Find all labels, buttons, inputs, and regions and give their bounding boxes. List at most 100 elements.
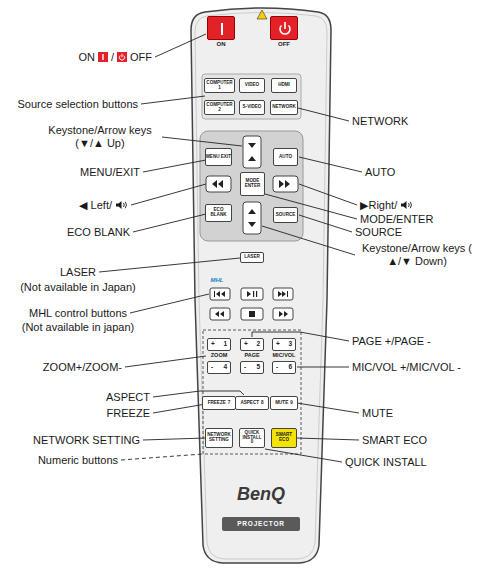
off-icon — [117, 52, 127, 62]
brand-name: BenQ — [186, 484, 336, 504]
button-label: COMPUTER 1 — [205, 81, 233, 91]
leader-line — [297, 367, 349, 368]
button-label: SOURCE — [276, 213, 296, 218]
leader-line — [130, 294, 209, 313]
leader-line — [133, 214, 206, 232]
remote-rim — [195, 13, 327, 560]
button-label: 0 — [251, 440, 254, 445]
button-label: 8 — [261, 401, 264, 406]
callout-label: MIC/VOL +/MIC/VOL - — [352, 361, 461, 374]
callout-label: SOURCE — [355, 226, 402, 239]
callout-label: MENU/EXIT — [80, 166, 140, 179]
callout-group: ON/OFF — [78, 51, 152, 64]
callout-label: / — [111, 51, 114, 64]
button-label: MENU EXIT — [206, 155, 231, 160]
right-key — [273, 176, 298, 192]
nav-band — [200, 131, 303, 241]
callout-label: ZOOM+/ZOOM- — [43, 361, 122, 374]
callout-label: FREEZE — [107, 407, 150, 420]
callout-label: ON — [78, 51, 95, 64]
callout-label: NETWORK SETTING — [33, 434, 140, 447]
left-key — [206, 176, 231, 192]
source-button: COMPUTER 2 — [204, 100, 234, 115]
button-label: + — [244, 341, 248, 348]
remote-print: ZOOM — [211, 352, 228, 358]
network-setting-button: NETWORK SETTING — [205, 428, 233, 448]
speaker-icon — [115, 200, 128, 210]
leader-line — [297, 403, 359, 413]
callout-group: ▶Right/ — [360, 199, 413, 212]
callout-label: Numeric buttons — [38, 454, 118, 467]
remote-outline — [191, 8, 331, 563]
source-button: VIDEO — [239, 78, 265, 93]
mhl-icons — [214, 291, 288, 317]
callout-label: Keystone/Arrow keys ( ▲/▼ Down) — [358, 242, 476, 268]
leader-line — [141, 96, 205, 104]
product-type: PROJECTOR — [222, 517, 300, 531]
source-panel — [202, 74, 301, 119]
laser-button: LASER — [240, 252, 264, 263]
keystone-up-key — [243, 136, 261, 168]
button-label: SMART ECO — [272, 433, 296, 443]
leader-line — [153, 391, 244, 397]
leader-line — [299, 157, 362, 172]
page-minus-button: -5 — [240, 361, 264, 374]
button-label: NETWORK SETTING — [206, 433, 232, 443]
remote-body: BenQPROJECTORONOFFCOMPUTER 1VIDEOHDMICOM… — [186, 6, 336, 566]
callout-label: SMART ECO — [362, 434, 427, 447]
button-label: 6 — [288, 364, 292, 371]
numeric-group-box — [203, 330, 301, 454]
smart-eco-button: SMART ECO — [271, 428, 297, 448]
button-label: LASER — [244, 255, 260, 260]
leader-line — [262, 226, 355, 255]
zoom-minus-button: -4 — [207, 361, 231, 374]
callout-label: MUTE — [362, 407, 393, 420]
callout-label: PAGE +/PAGE - — [352, 335, 431, 348]
button-label: 9 — [290, 401, 293, 406]
callout-label: ECO BLANK — [67, 226, 130, 239]
zoom-plus-button: +1 — [207, 338, 231, 351]
icon — [115, 200, 128, 210]
leader-line — [125, 356, 206, 367]
power-off-icon — [271, 17, 299, 41]
button-label: MODE ENTER — [241, 179, 264, 189]
source-button: S-VIDEO — [239, 100, 265, 115]
button-label: - — [211, 364, 213, 371]
button-label: 7 — [228, 401, 231, 406]
leader-line — [153, 404, 206, 413]
leader-line — [299, 215, 352, 232]
leader-line — [143, 438, 206, 440]
button-label: VIDEO — [245, 83, 259, 88]
button-label: 3 — [288, 341, 292, 348]
arrow-icon — [279, 180, 290, 188]
button-label: - — [276, 364, 278, 371]
callout-label: ◀ Left/ — [79, 199, 112, 212]
auto-button: AUTO — [273, 148, 298, 166]
source-button: COMPUTER 1 — [204, 78, 234, 93]
arrow-icon — [248, 143, 256, 161]
button-label: + — [276, 341, 280, 348]
power-on-button: ON — [207, 16, 235, 40]
button-label: AUTO — [279, 155, 292, 160]
power-on-icon — [208, 17, 236, 41]
leader-line — [121, 454, 203, 460]
eco-blank-button: ECO BLANK — [205, 204, 232, 222]
callout-label: LASER — [60, 266, 96, 279]
button-label: 4 — [223, 364, 227, 371]
callout-label: MHL control buttons — [29, 307, 127, 320]
source-button: SOURCE — [273, 207, 298, 223]
leader-line — [162, 137, 242, 146]
leader-line — [99, 258, 240, 272]
power-off-button: OFF — [270, 16, 298, 40]
icon — [400, 200, 413, 210]
leader-line — [297, 438, 359, 440]
volume-plus-button: +3 — [272, 338, 296, 351]
callout-label: (Not available in japan) — [22, 321, 135, 334]
leader-line — [155, 34, 206, 57]
callout-label: Source selection buttons — [18, 98, 138, 111]
arrow-icon — [248, 209, 256, 227]
mode-enter-button: MODE ENTER — [240, 172, 265, 196]
source-button: NETWORK — [270, 100, 298, 115]
quick-install-button: QUICK INSTALL0 — [239, 428, 265, 448]
